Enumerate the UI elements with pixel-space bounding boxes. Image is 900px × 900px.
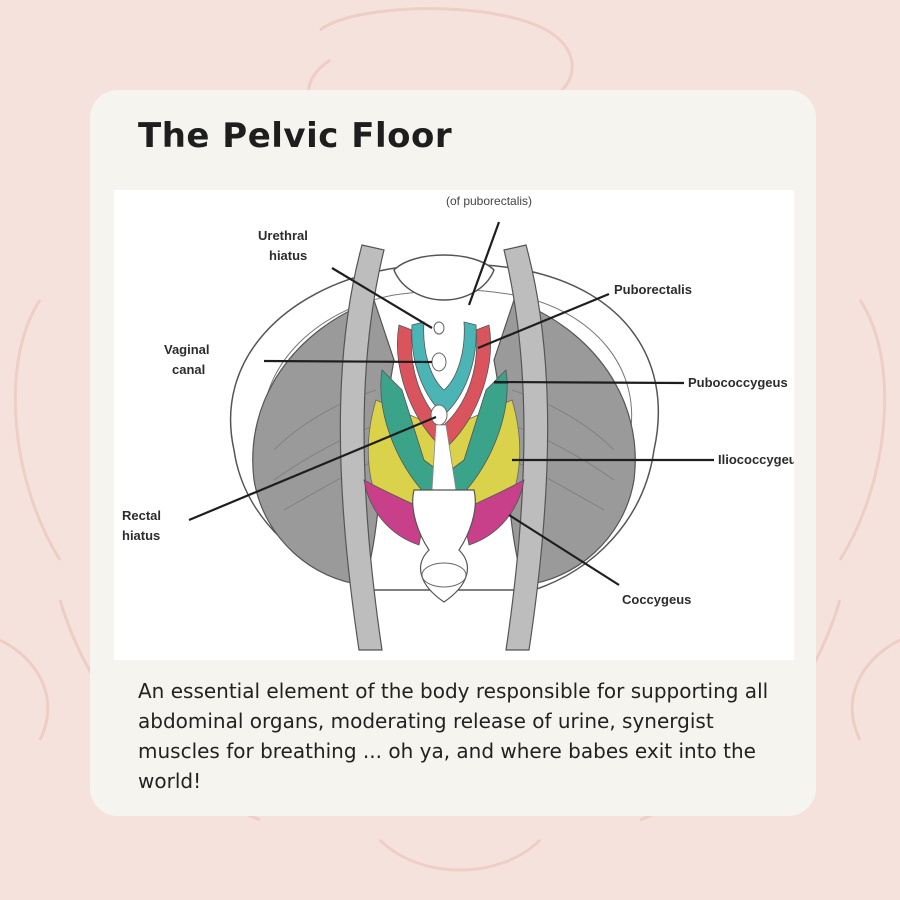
- label-puborectalis-note: (of puborectalis): [446, 194, 532, 208]
- description-text: An essential element of the body respons…: [138, 679, 769, 793]
- vaginal-opening: [431, 352, 447, 372]
- label-rectal-hiatus-1: Rectal: [122, 508, 161, 523]
- muscle-striations: [273, 389, 615, 511]
- pubic-symphysis: [393, 254, 495, 301]
- label-vaginal-canal-1: Vaginal: [164, 342, 210, 357]
- label-rectal-hiatus-2: hiatus: [122, 528, 160, 543]
- page-title: The Pelvic Floor: [138, 116, 453, 156]
- pelvic-floor-diagram: (of puborectalis) Urethral hiatus Vagina…: [114, 190, 794, 660]
- label-coccygeus: Coccygeus: [622, 592, 691, 607]
- inner-ring: [411, 321, 477, 416]
- leader-lines: [188, 221, 714, 586]
- info-card: The Pelvic Floor: [90, 90, 816, 816]
- puborectalis-muscle: [397, 324, 491, 449]
- urethral-opening: [433, 321, 445, 335]
- diagram-svg: (of puborectalis) Urethral hiatus Vagina…: [122, 194, 794, 651]
- label-vaginal-canal-2: canal: [172, 362, 205, 377]
- label-urethral-hiatus-1: Urethral: [258, 228, 308, 243]
- label-urethral-hiatus-2: hiatus: [269, 248, 307, 263]
- right-band: [503, 244, 549, 651]
- pubococcygeus-muscle: [380, 369, 508, 496]
- sacral-segment: [421, 562, 467, 588]
- coccygeus-left: [363, 479, 427, 546]
- label-puborectalis: Puborectalis: [614, 282, 692, 297]
- coccygeus-right: [461, 479, 525, 546]
- label-iliococcygeus: Iliococcygeus: [718, 452, 794, 467]
- label-pubococcygeus: Pubococcygeus: [688, 375, 788, 390]
- rectal-opening: [430, 404, 448, 426]
